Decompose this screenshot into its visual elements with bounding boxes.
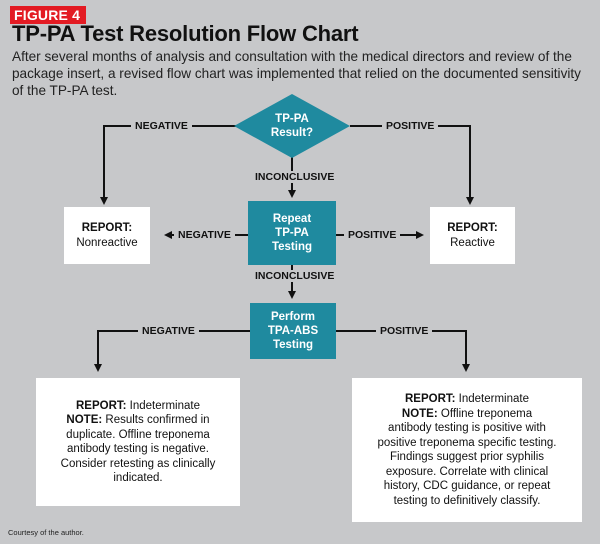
report-value: Reactive [450, 236, 495, 249]
label-bottom-negative: NEGATIVE [138, 325, 199, 337]
abs-line3: Testing [272, 339, 314, 351]
report-value: Nonreactive [76, 236, 138, 249]
report-label: REPORT: [405, 393, 456, 405]
connector-top-negative [100, 125, 236, 205]
report-value: Indeterminate [455, 393, 529, 405]
abs-line2: TPA-ABS [267, 325, 319, 337]
report-indeterminate-positive-box: REPORT: Indeterminate NOTE: Offline trep… [352, 378, 582, 522]
note-line: duplicate. Offline treponema [66, 428, 210, 441]
repeat-testing-box: Repeat TP-PA Testing [248, 201, 336, 265]
decision-line1: TP-PA [275, 113, 309, 125]
note-line: antibody testing is positive with [388, 422, 546, 434]
note-line: indicated. [113, 472, 163, 484]
report-value: Indeterminate [126, 399, 200, 412]
decision-line2: Result? [270, 127, 314, 139]
note-text: Offline treponema [437, 407, 533, 420]
report-nonreactive-box: REPORT: Nonreactive [64, 207, 150, 264]
repeat-line1: Repeat [272, 213, 312, 225]
credit-line: Courtesy of the author. [8, 528, 84, 537]
note-line: positive treponema specific testing. [377, 436, 557, 449]
label-mid-positive: POSITIVE [344, 229, 401, 241]
decision-diamond [234, 94, 350, 158]
label-inconclusive-2: INCONCLUSIVE [251, 270, 339, 282]
label-mid-negative: NEGATIVE [174, 229, 235, 241]
connector-top-positive [350, 125, 474, 205]
note-line: exposure. Correlate with clinical [385, 465, 549, 478]
note-line: antibody testing is negative. [67, 443, 209, 455]
repeat-line3: Testing [271, 241, 313, 253]
figure-tag: FIGURE 4 [10, 6, 87, 24]
connector-bottom-negative [94, 330, 250, 372]
report-label: REPORT: [81, 222, 133, 234]
report-label: REPORT: [76, 399, 127, 412]
abs-line1: Perform [270, 311, 316, 323]
note-text: Results confirmed in [102, 414, 210, 426]
report-label: REPORT: [447, 222, 498, 234]
report-reactive-box: REPORT: Reactive [430, 207, 515, 264]
note-line: testing to definitively classify. [393, 494, 541, 507]
tpa-abs-testing-box: Perform TPA-ABS Testing [250, 303, 336, 359]
note-line: Findings suggest prior syphilis [389, 451, 545, 463]
label-top-positive: POSITIVE [382, 120, 439, 132]
decision-text: TP-PA Result? [252, 112, 332, 140]
report-indeterminate-negative-box: REPORT: Indeterminate NOTE: Results conf… [36, 378, 240, 506]
note-label: NOTE: [401, 407, 438, 420]
label-top-negative: NEGATIVE [131, 120, 192, 132]
note-line: history, CDC guidance, or repeat [383, 480, 551, 492]
repeat-line2: TP-PA [275, 227, 309, 239]
page-title: TP-PA Test Resolution Flow Chart [12, 21, 359, 46]
label-bottom-positive: POSITIVE [376, 325, 433, 337]
note-label: NOTE: [66, 414, 103, 426]
subtitle: After several months of analysis and con… [12, 49, 581, 98]
note-line: Consider retesting as clinically [60, 457, 216, 470]
label-inconclusive-1: INCONCLUSIVE [251, 171, 339, 183]
